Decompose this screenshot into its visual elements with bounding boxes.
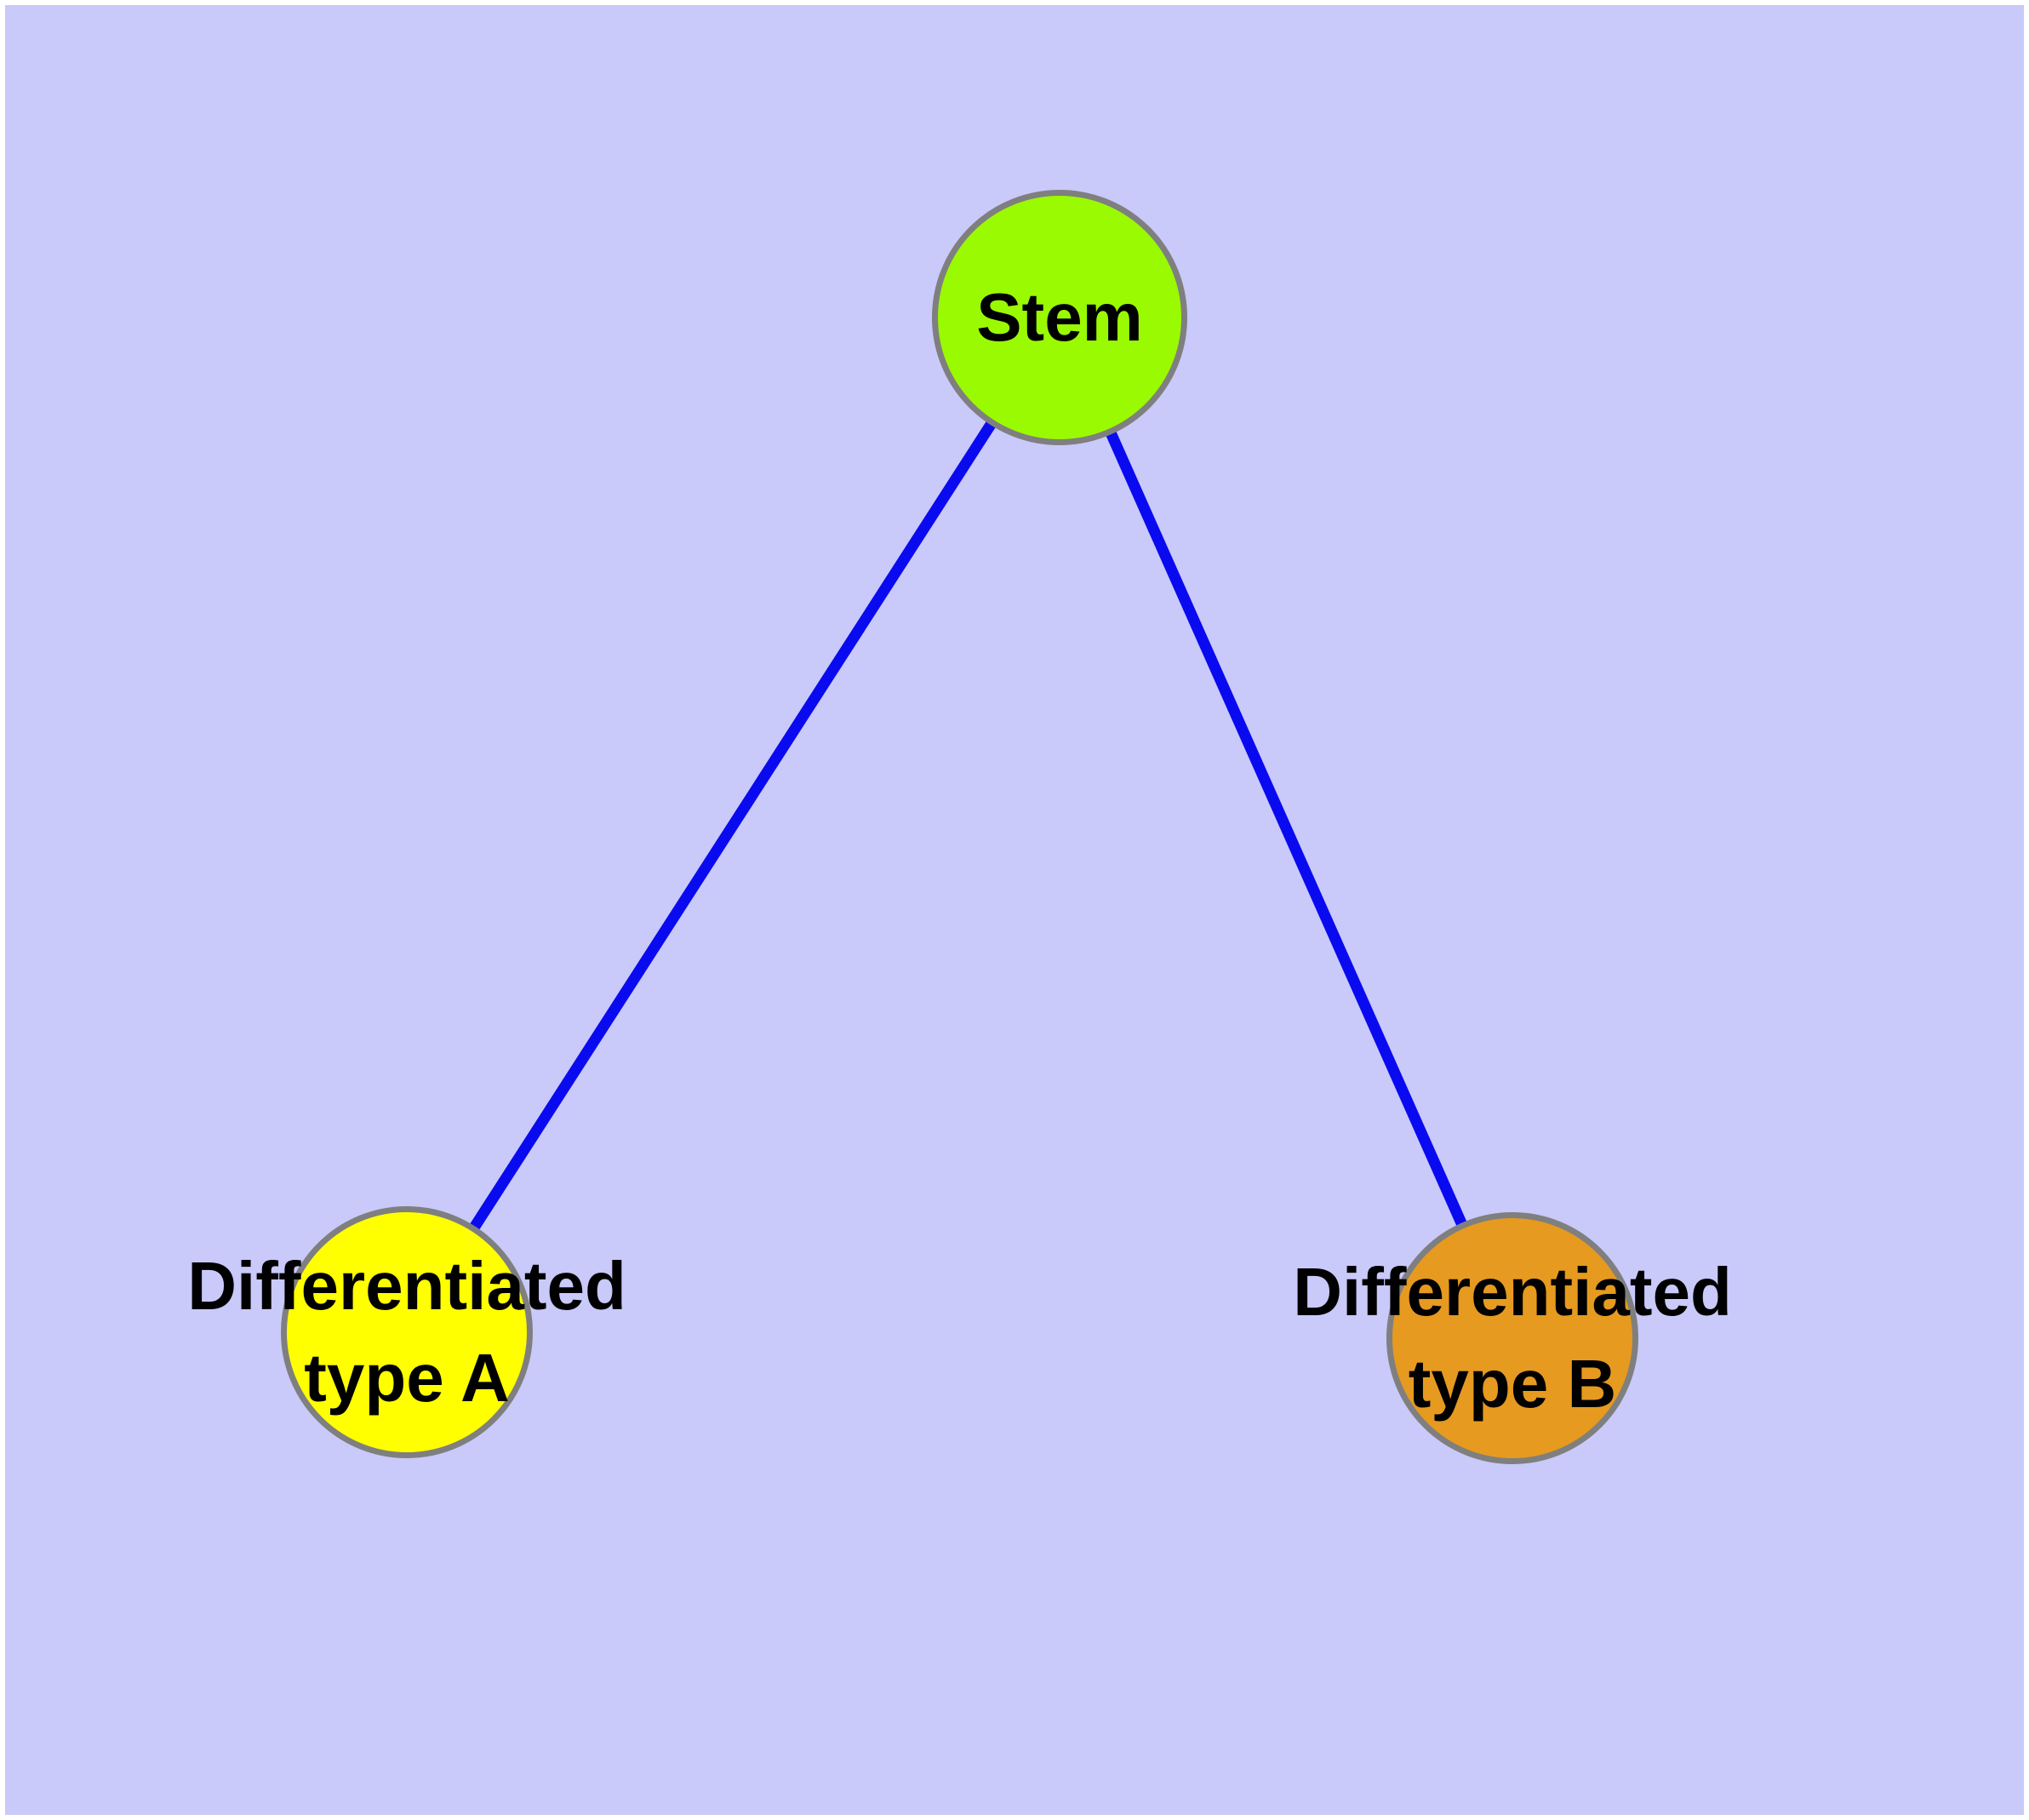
node-differentiated-type-b <box>1386 1212 1638 1464</box>
node-differentiated-type-a <box>281 1206 533 1458</box>
node-stem <box>932 190 1187 445</box>
